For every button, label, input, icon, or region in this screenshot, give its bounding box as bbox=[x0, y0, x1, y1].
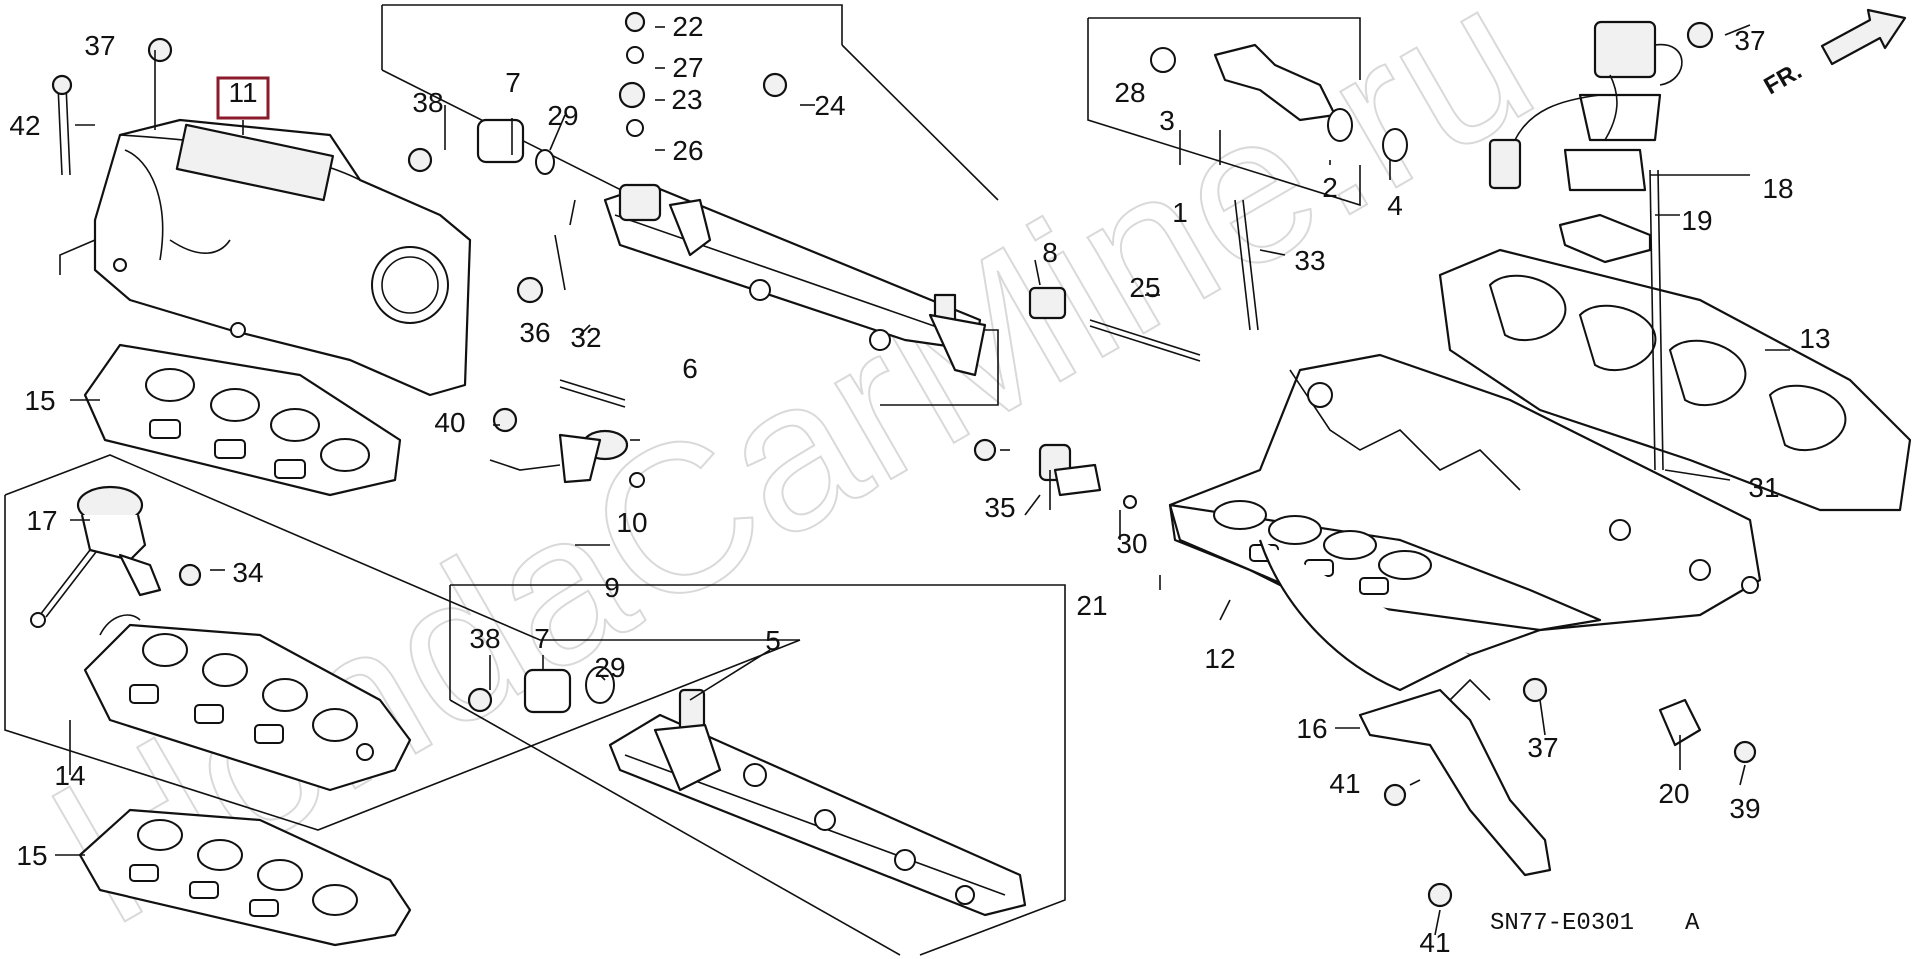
callout-40: 40 bbox=[434, 407, 465, 438]
callout-28: 28 bbox=[1114, 77, 1145, 108]
front-arrow-icon: FR. bbox=[1760, 8, 1907, 100]
callout-3: 3 bbox=[1159, 105, 1175, 136]
callout-12: 12 bbox=[1204, 643, 1235, 674]
leader-lines bbox=[55, 24, 1790, 936]
callout-1: 1 bbox=[1172, 197, 1188, 228]
callout-34: 34 bbox=[232, 557, 263, 588]
drawing-code: SN77-E0301 bbox=[1490, 910, 1634, 937]
callout-13: 13 bbox=[1799, 323, 1830, 354]
callout-38: 38 bbox=[412, 87, 443, 118]
bracket bbox=[1358, 678, 1552, 877]
collar bbox=[1028, 286, 1067, 320]
callout-25: 25 bbox=[1129, 272, 1160, 303]
gasket-upper bbox=[83, 343, 402, 497]
gasket-lower bbox=[78, 808, 412, 947]
egr-valve bbox=[1488, 20, 1683, 192]
actuator bbox=[30, 485, 162, 628]
callout-29: 29 bbox=[594, 652, 625, 683]
callout-31: 31 bbox=[1748, 472, 1779, 503]
callout-11: 11 bbox=[228, 77, 257, 108]
pressure-regulator bbox=[489, 429, 629, 484]
callout-16: 16 bbox=[1296, 713, 1327, 744]
callout-42: 42 bbox=[9, 110, 40, 141]
callout-8: 8 bbox=[1042, 237, 1058, 268]
callout-7: 7 bbox=[534, 623, 550, 654]
callout-41: 41 bbox=[1419, 927, 1450, 958]
callout-41: 41 bbox=[1329, 768, 1360, 799]
callout-9: 9 bbox=[604, 572, 620, 603]
intake-manifold bbox=[1168, 353, 1762, 692]
callout-18: 18 bbox=[1762, 173, 1793, 204]
drawing-revision: A bbox=[1685, 910, 1700, 937]
egr-gasket bbox=[1558, 213, 1652, 264]
sensor bbox=[1038, 443, 1102, 497]
callout-19: 19 bbox=[1681, 205, 1712, 236]
fuel-rail-lower bbox=[608, 688, 1027, 917]
clip bbox=[1658, 698, 1702, 747]
callout-22: 22 bbox=[672, 11, 703, 42]
callout-21: 21 bbox=[1076, 590, 1107, 621]
callout-37: 37 bbox=[1527, 732, 1558, 763]
callout-27: 27 bbox=[672, 52, 703, 83]
callout-7: 7 bbox=[505, 67, 521, 98]
callout-15: 15 bbox=[16, 840, 47, 871]
callout-15: 15 bbox=[24, 385, 55, 416]
callout-10: 10 bbox=[616, 507, 647, 538]
highlighted-part-frame bbox=[216, 76, 270, 120]
callout-39: 39 bbox=[1729, 793, 1760, 824]
manifold-gasket bbox=[1438, 248, 1912, 512]
intake-lower-part bbox=[83, 614, 412, 792]
callout-37: 37 bbox=[1734, 25, 1765, 56]
callout-29: 29 bbox=[547, 100, 578, 131]
front-arrow-label: FR. bbox=[1760, 57, 1807, 100]
callout-35: 35 bbox=[984, 492, 1015, 523]
callout-5: 5 bbox=[765, 625, 781, 656]
callout-layer: 1234567789101112131415151617181920212223… bbox=[9, 11, 1830, 958]
callout-36: 36 bbox=[519, 317, 550, 348]
callout-33: 33 bbox=[1294, 245, 1325, 276]
fuel-rail-upper bbox=[603, 183, 987, 377]
callout-32: 32 bbox=[570, 322, 601, 353]
injector bbox=[1150, 43, 1353, 142]
callout-14: 14 bbox=[54, 760, 85, 791]
callout-37: 37 bbox=[84, 30, 115, 61]
studs bbox=[57, 84, 1664, 471]
callout-20: 20 bbox=[1658, 778, 1689, 809]
callout-38: 38 bbox=[469, 623, 500, 654]
callout-6: 6 bbox=[682, 353, 698, 384]
callout-24: 24 bbox=[814, 90, 845, 121]
callout-4: 4 bbox=[1387, 190, 1403, 221]
callout-23: 23 bbox=[671, 84, 702, 115]
callout-17: 17 bbox=[26, 505, 57, 536]
callout-30: 30 bbox=[1116, 528, 1147, 559]
callout-26: 26 bbox=[672, 135, 703, 166]
callout-2: 2 bbox=[1322, 172, 1338, 203]
upper-intake-plenum bbox=[59, 118, 472, 397]
o-ring bbox=[1382, 128, 1408, 162]
